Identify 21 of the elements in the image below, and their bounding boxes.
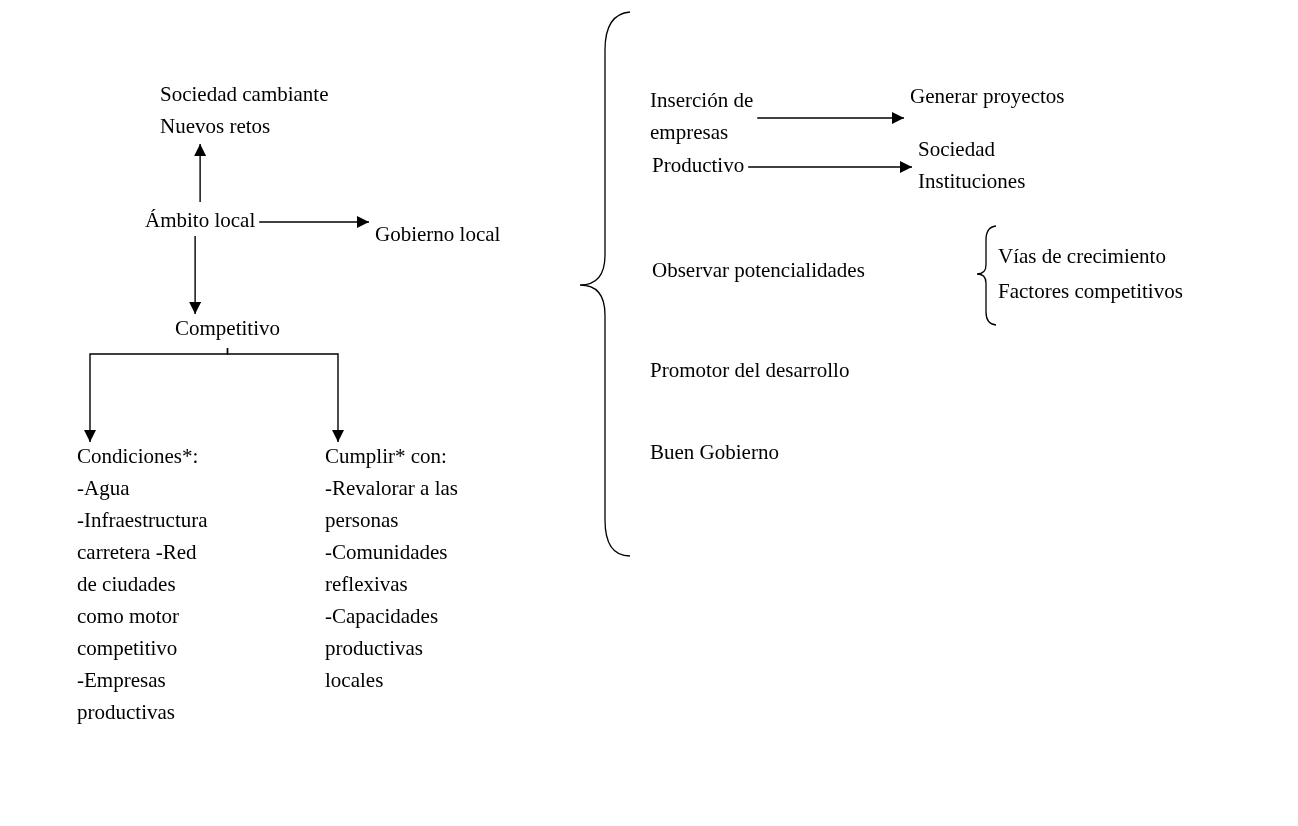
node-text: Competitivo	[175, 312, 280, 344]
arrow	[756, 112, 905, 124]
arrow	[189, 235, 202, 315]
arrow	[226, 347, 344, 443]
arrow	[747, 161, 913, 173]
label-text: Factores competitivos	[998, 278, 1183, 305]
node-text: Sociedad Instituciones	[918, 133, 1043, 197]
node-text: Inserción de empresas	[650, 84, 775, 148]
node-text: Generar proyectos	[910, 80, 1065, 112]
node-text: Productivo	[652, 149, 745, 181]
arrow	[194, 143, 207, 203]
node-text: Gobierno local	[375, 218, 501, 250]
label-text: Observar potencialidades	[652, 257, 865, 284]
node-text: Condiciones*: -Agua -Infraestructura carretera -Red de ciudades como motor competitivo -Empresas productivas	[77, 440, 217, 728]
label-text: Vías de crecimiento	[998, 243, 1166, 270]
node-text: Cumplir* con: -Revalorar a las personas -Comunidades reflexivas -Capacidades productivas locales	[325, 440, 475, 696]
arrow	[258, 216, 370, 228]
node-text: Ámbito local	[145, 204, 256, 236]
node-text: Sociedad cambiante Nuevos retos	[160, 78, 380, 142]
label-text: Promotor del desarrollo	[650, 357, 850, 384]
label-text: Buen Gobierno	[650, 439, 779, 466]
